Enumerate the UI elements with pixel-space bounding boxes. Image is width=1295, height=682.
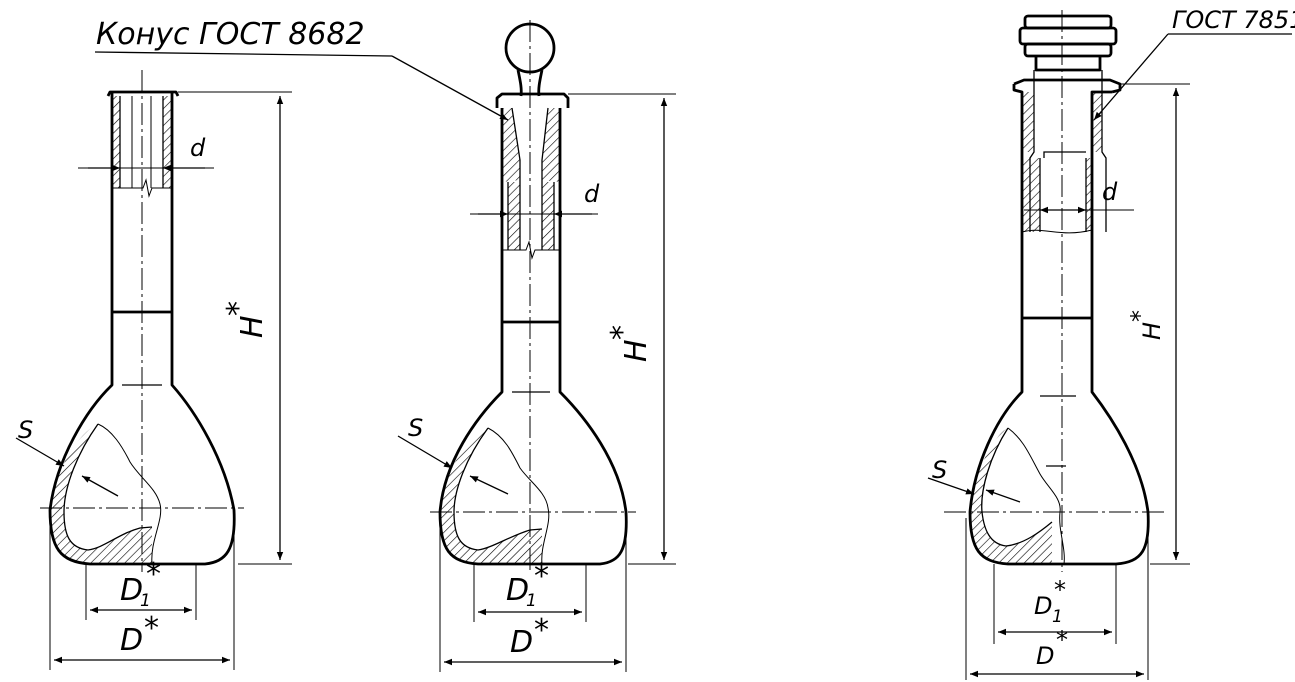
- flask1-d1-label: D: [120, 573, 143, 608]
- flask2-d-label: d: [584, 180, 600, 208]
- flask3-d-big-label: D: [1036, 642, 1054, 670]
- cone-standard-label: Конус ГОСТ 8682: [96, 17, 365, 52]
- flask2-h-label: H: [619, 339, 654, 362]
- flask2-d1-label: D: [506, 573, 529, 608]
- svg-text:*: *: [605, 325, 640, 340]
- flask1-d-label: d: [190, 134, 206, 162]
- flask1-h-label: H: [235, 315, 270, 338]
- flask1-neck-hatch-right: [163, 96, 172, 188]
- svg-text:1: 1: [140, 591, 151, 611]
- svg-text:*: *: [1126, 310, 1154, 322]
- svg-text:*: *: [534, 613, 549, 648]
- flask-plastic-stopper: ГОСТ 7851 d H * S D 1 * D *: [927, 6, 1295, 680]
- flask1-h-star: *: [221, 301, 256, 316]
- svg-text:*: *: [144, 611, 159, 646]
- flask-conical-stopper: Конус ГОСТ 8682 d H * S D 1 * D *: [94, 17, 676, 672]
- flask2-d-big-label: D: [510, 625, 533, 660]
- svg-text:*: *: [146, 557, 161, 592]
- flask3-h-label: H: [1138, 322, 1166, 340]
- svg-text:*: *: [534, 559, 549, 594]
- flask1-d-big-label: D: [120, 623, 143, 658]
- flask1-s-label: S: [18, 416, 33, 444]
- flask1-neck-hatch-left: [112, 96, 120, 188]
- flask3-stopper-cap: [1023, 14, 1113, 30]
- svg-text:1: 1: [526, 591, 537, 611]
- svg-text:*: *: [1056, 626, 1068, 654]
- stopper-standard-label: ГОСТ 7851: [1172, 6, 1295, 34]
- svg-text:1: 1: [1052, 607, 1063, 627]
- flask1-body-hatch: [50, 424, 152, 564]
- flask2-s-label: S: [408, 414, 423, 442]
- svg-text:*: *: [1054, 576, 1066, 604]
- flask-open-neck: d H * S D 1 * D *: [15, 70, 292, 670]
- flask3-s-label: S: [932, 456, 947, 484]
- flask3-d-label: d: [1102, 178, 1118, 206]
- flask3-d1-label: D: [1034, 592, 1052, 620]
